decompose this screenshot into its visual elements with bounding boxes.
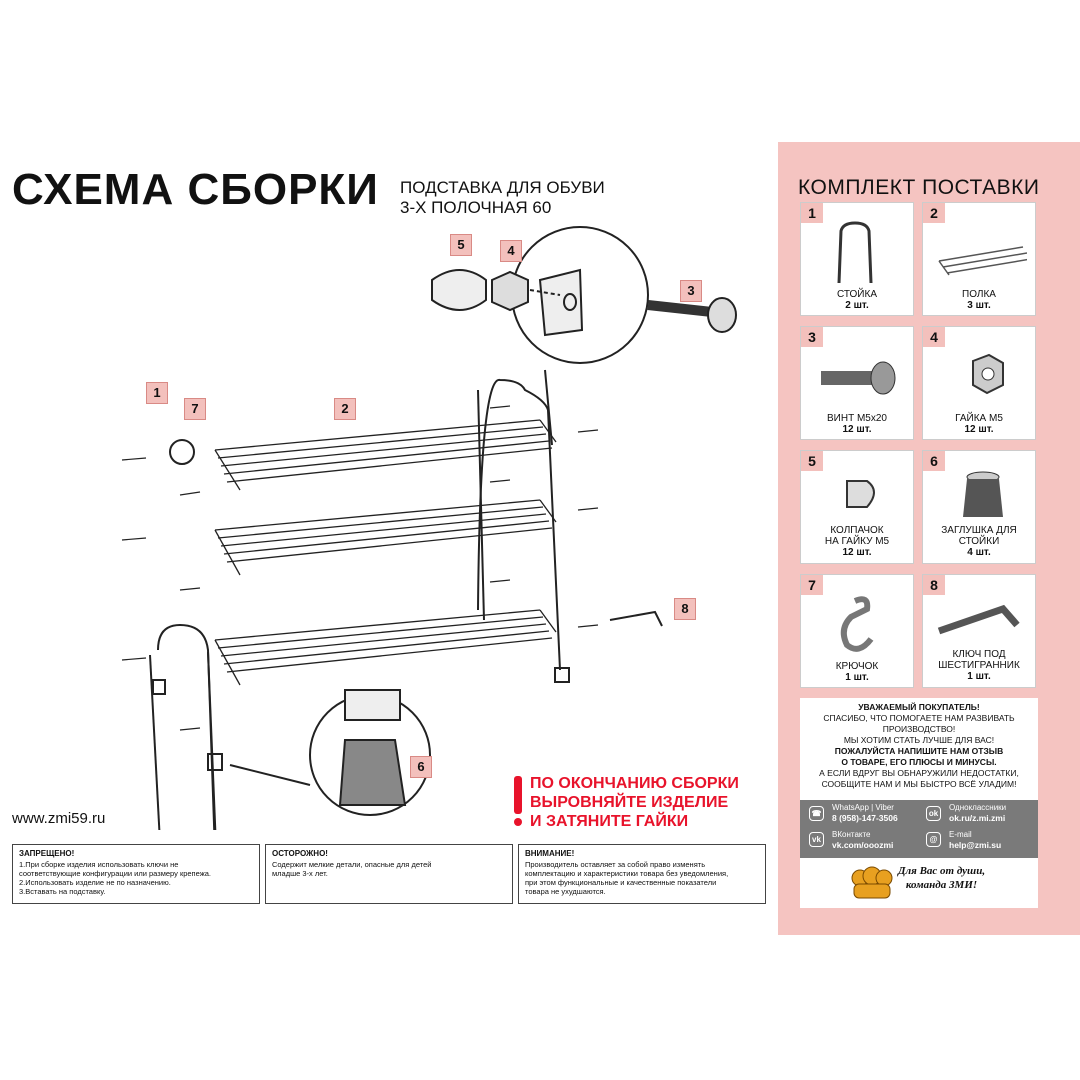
email-icon: @: [926, 832, 941, 847]
exclamation-dot: [514, 818, 522, 826]
whatsapp-icon: ☎: [809, 806, 824, 821]
cap-icon: [846, 480, 875, 508]
hex-key-icon: [937, 604, 1020, 635]
slogan-text: Для Вас от души, команда ЗМИ!: [898, 865, 986, 891]
warning-forbidden: ЗАПРЕЩЕНО! 1.При сборке изделия использо…: [12, 844, 260, 904]
shelf-icon: [938, 246, 1027, 276]
exclamation-icon: [514, 776, 522, 814]
callout-4: 4: [500, 240, 522, 262]
stand-icon: [837, 221, 873, 284]
callout-6: 6: [410, 756, 432, 778]
final-notice: ПО ОКОНЧАНИЮ СБОРКИ ВЫРОВНЯЙТЕ ИЗДЕЛИЕ И…: [530, 775, 739, 830]
nut-icon: [972, 353, 1004, 395]
callout-8: 8: [674, 598, 696, 620]
warning-attention: ВНИМАНИЕ! Производитель оставляет за соб…: [518, 844, 766, 904]
callout-2: 2: [334, 398, 356, 420]
hook-icon: [840, 596, 874, 652]
screw-icon: [821, 361, 896, 395]
product-subtitle: ПОДСТАВКА ДЛЯ ОБУВИ 3-Х ПОЛОЧНАЯ 60: [400, 178, 605, 218]
plug-icon: [963, 471, 1003, 517]
ok-icon: ok: [926, 806, 941, 821]
kit-title: КОМПЛЕКТ ПОСТАВКИ: [798, 176, 1040, 199]
mascots-icon: [851, 866, 893, 899]
callout-3: 3: [680, 280, 702, 302]
callout-1: 1: [146, 382, 168, 404]
callout-7: 7: [184, 398, 206, 420]
slogan-block: Для Вас от души, команда ЗМИ!: [800, 858, 1038, 908]
warning-caution: ОСТОРОЖНО! Содержит мелкие детали, опасн…: [265, 844, 513, 904]
vk-icon: vk: [809, 832, 824, 847]
subtitle-line-2: 3-Х ПОЛОЧНАЯ 60: [400, 198, 552, 217]
assembly-diagram: [121, 226, 737, 830]
website-link[interactable]: www.zmi59.ru: [12, 810, 106, 827]
page-title: СХЕМА СБОРКИ: [12, 165, 379, 214]
subtitle-line-1: ПОДСТАВКА ДЛЯ ОБУВИ: [400, 178, 605, 197]
customer-message: УВАЖАЕМЫЙ ПОКУПАТЕЛЬ! СПАСИБО, ЧТО ПОМОГ…: [800, 698, 1038, 803]
callout-5: 5: [450, 234, 472, 256]
